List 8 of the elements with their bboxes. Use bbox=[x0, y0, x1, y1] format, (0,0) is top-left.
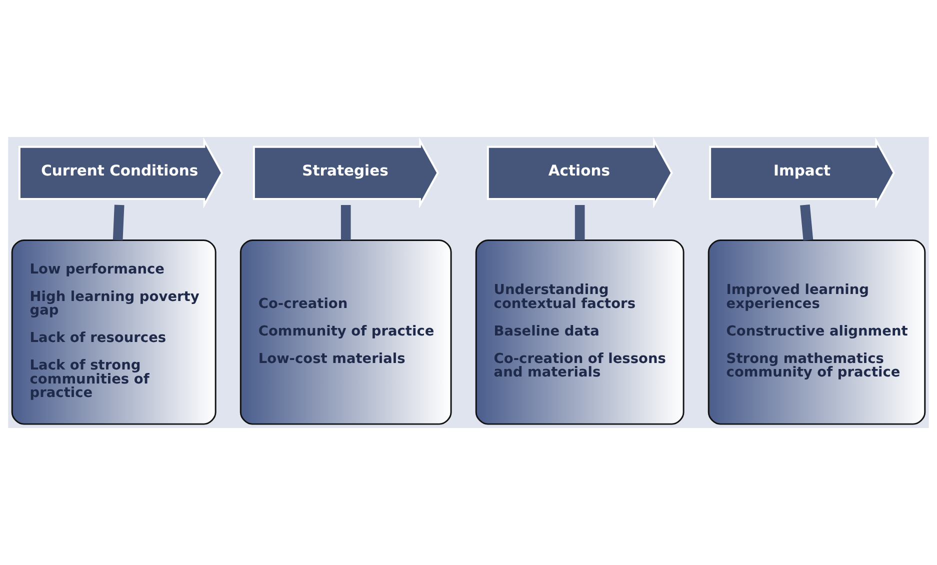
node-box: Improved learning experiences Constructive alignment Strong mathematics community of practice bbox=[708, 239, 926, 425]
node-box: Low performance High learning poverty gap Lack of resources Lack of strong communities of practice bbox=[11, 239, 216, 425]
node-box: Understanding contextual factors Baseline data Co-creation of lessons and materials bbox=[475, 239, 684, 425]
connector bbox=[340, 204, 351, 240]
connector bbox=[574, 204, 585, 240]
connector bbox=[112, 204, 124, 240]
node-box: Co-creation Community of practice Low-cost materials bbox=[240, 239, 452, 425]
connector bbox=[800, 204, 814, 241]
